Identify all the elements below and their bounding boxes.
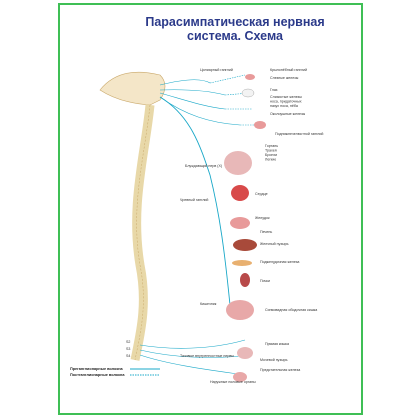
label-pterygo: Крылонёбный ганглий xyxy=(270,68,307,72)
label-eye: Глаз xyxy=(270,88,278,92)
label-rectum: Прямая кишка xyxy=(265,342,289,346)
liver-organ xyxy=(233,239,257,251)
label-intestine: Кишечник xyxy=(200,302,217,306)
lacrimal-organ xyxy=(245,74,255,80)
label-lacrimal: Слезные железы xyxy=(270,76,299,80)
label-celiac: Чревный ганглий xyxy=(180,198,208,202)
title-line-2: система. Схема xyxy=(187,29,283,43)
label-pelvic: Тазовые внутренностные нервы xyxy=(180,354,234,358)
label-palate: пазух носа, нёба xyxy=(270,104,298,108)
genitals-organ xyxy=(233,372,247,382)
kidney-organ xyxy=(240,273,250,287)
cranial-nerves xyxy=(159,74,265,126)
label-mucous: Слизистые железы xyxy=(270,95,302,99)
label-prostate: Предстательная железа xyxy=(260,368,300,372)
label-larynx: Гортань xyxy=(265,144,278,148)
label-s3: S3 xyxy=(126,347,130,351)
label-pancreas: Поджелудочная железа xyxy=(260,260,299,264)
label-s2: S2 xyxy=(126,340,130,344)
label-genitals: Наружные половые органы xyxy=(210,380,256,384)
eye-organ xyxy=(241,88,255,98)
spinal-column xyxy=(130,104,155,361)
label-sigmoid: Сигмовидная ободочная кишка xyxy=(265,308,317,312)
diagram: Цилиарный ганглий Крылонёбный ганглий Сл… xyxy=(70,68,323,384)
legend-post-label: Постганглионарные волокна xyxy=(70,373,125,377)
label-vagus: Блуждающий нерв (X) xyxy=(185,164,222,168)
label-kidney: Почки xyxy=(260,279,270,283)
label-bronchi: Бронхи xyxy=(265,153,277,157)
legend: Преганглионарные волокна Постганглионарн… xyxy=(70,367,160,377)
stomach-organ xyxy=(230,217,250,229)
organ-labels: Цилиарный ганглий Крылонёбный ганглий Сл… xyxy=(126,68,323,384)
label-bladder: Мочевой пузырь xyxy=(260,358,288,362)
label-gallbladder: Желчный пузырь xyxy=(260,242,289,246)
brain xyxy=(99,71,166,106)
poster: Парасимпатическая нервная система. Схема xyxy=(58,3,363,415)
label-trachea: Трахея xyxy=(265,149,277,153)
label-liver: Печень xyxy=(260,230,272,234)
poster-title: Парасимпатическая нервная система. Схема xyxy=(130,15,340,43)
title-line-1: Парасимпатическая нервная xyxy=(145,15,325,29)
bladder-organ xyxy=(237,347,253,359)
label-ciliary: Цилиарный ганглий xyxy=(200,68,233,72)
heart-organ xyxy=(231,185,249,201)
label-lungs: Легкие xyxy=(265,158,276,162)
label-nose: носа, придаточных xyxy=(270,100,302,104)
vagus-nerve xyxy=(159,96,231,306)
label-heart: Сердце xyxy=(255,192,268,196)
lungs-organ xyxy=(224,151,252,175)
parotid-organ xyxy=(254,121,266,129)
pelvic-nerves xyxy=(139,339,251,376)
pancreas-organ xyxy=(232,260,252,266)
label-submandibular: Поднижнечелюстной ганглий xyxy=(275,132,323,136)
legend-pre-label: Преганглионарные волокна xyxy=(70,367,124,371)
label-parotid: Околоушные железы xyxy=(270,112,306,116)
label-s4: S4 xyxy=(126,354,130,358)
intestine-organ xyxy=(226,300,254,320)
label-stomach: Желудок xyxy=(255,216,270,220)
organs xyxy=(224,74,266,382)
